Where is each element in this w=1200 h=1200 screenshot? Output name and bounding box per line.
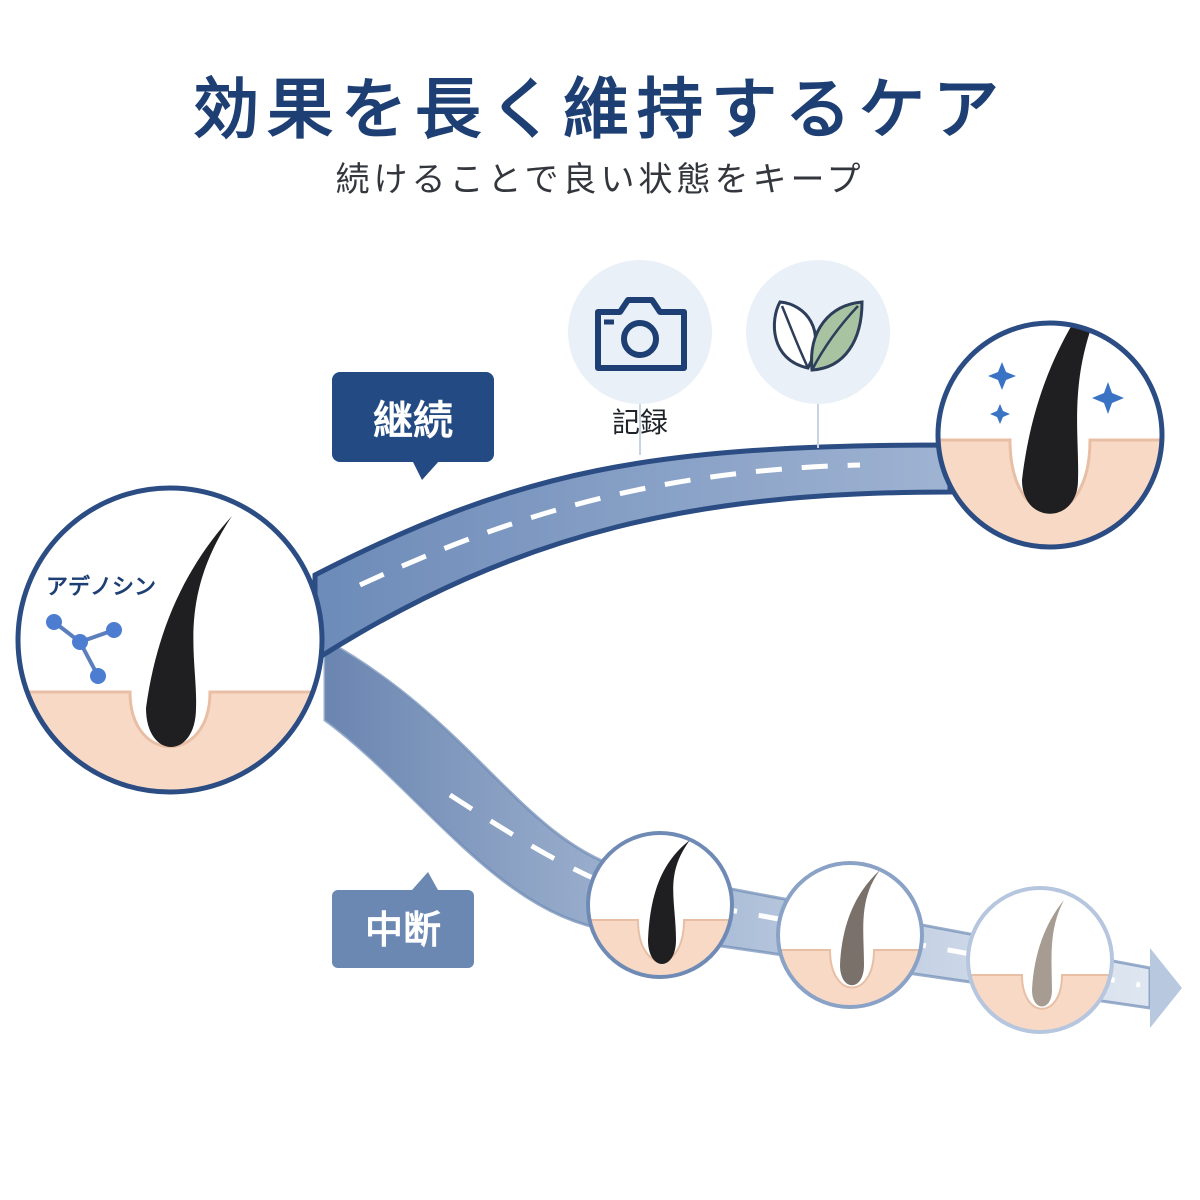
road-continuation xyxy=(312,442,953,665)
decline-circle-1 xyxy=(586,831,734,979)
stop-badge: 中断 xyxy=(332,872,474,968)
hair-strand xyxy=(1032,900,1064,1007)
record-icon-group: 記録 xyxy=(568,260,712,455)
record-label: 記録 xyxy=(612,406,668,439)
start-hair-circle: アデノシン xyxy=(15,485,325,795)
healthy-hair-circle xyxy=(935,320,1165,550)
arrow-head xyxy=(1150,948,1182,1028)
continue-label: 継続 xyxy=(373,398,453,444)
leaf-icon xyxy=(772,300,864,372)
camera-icon xyxy=(595,297,687,371)
sparkle-icon xyxy=(988,362,1124,424)
leaf-icon-group xyxy=(746,260,890,448)
hair-strand xyxy=(1022,323,1138,514)
hair-strand xyxy=(146,516,232,747)
molecule-icon xyxy=(46,614,122,684)
page-title: 効果を長く維持するケア xyxy=(193,71,1007,148)
hair-strand xyxy=(648,840,690,964)
decline-circle-2 xyxy=(776,861,924,1009)
stop-label: 中断 xyxy=(365,908,441,952)
decline-circle-3 xyxy=(966,886,1114,1034)
page-subtitle: 続けることで良い状態をキープ xyxy=(335,160,865,200)
continue-badge: 継続 xyxy=(332,372,494,480)
ingredient-label: アデノシン xyxy=(46,574,156,600)
hair-strand xyxy=(840,870,880,986)
